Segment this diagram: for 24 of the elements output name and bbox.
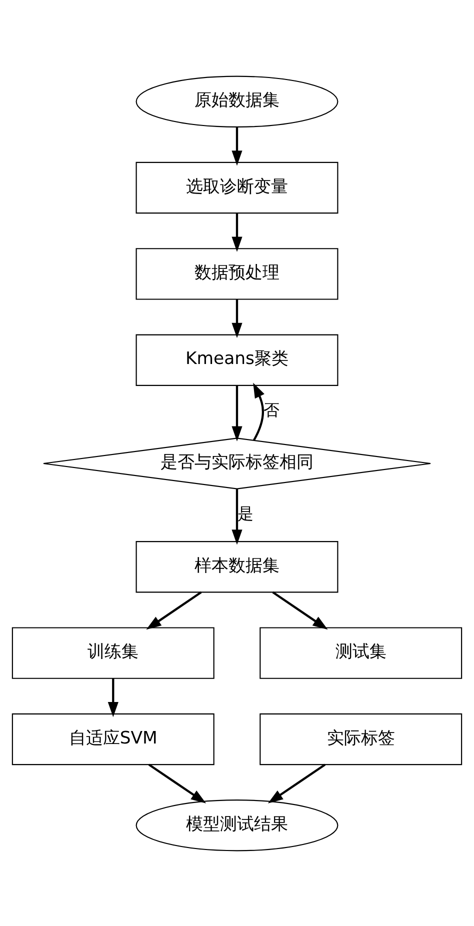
arrow [252,382,264,440]
arrow [232,488,242,544]
arrow [148,763,206,803]
node-diamond: 是否与实际标签相同 [42,437,432,489]
arrow [272,590,328,630]
node-box: 实际标签 [260,712,462,765]
node-ellipse: 原始数据集 [136,75,338,127]
node-ellipse: 模型测试结果 [136,799,338,851]
arrow [232,298,242,338]
arrow [232,385,242,441]
node-box: Kmeans聚类 [136,334,338,386]
edge-label: 是 [238,503,254,522]
arrow [232,126,242,166]
node-box: 数据预处理 [136,248,338,300]
arrow [268,763,326,803]
edge-label: 否 [263,400,280,420]
arrow [108,678,118,717]
node-box: 选取诊断变量 [136,161,338,214]
arrow [146,590,202,630]
arrow [232,212,242,252]
node-box: 训练集 [12,626,214,678]
node-box: 测试集 [260,626,462,678]
node-box: 自适应SVM [12,712,214,765]
node-box: 样本数据集 [136,540,338,592]
